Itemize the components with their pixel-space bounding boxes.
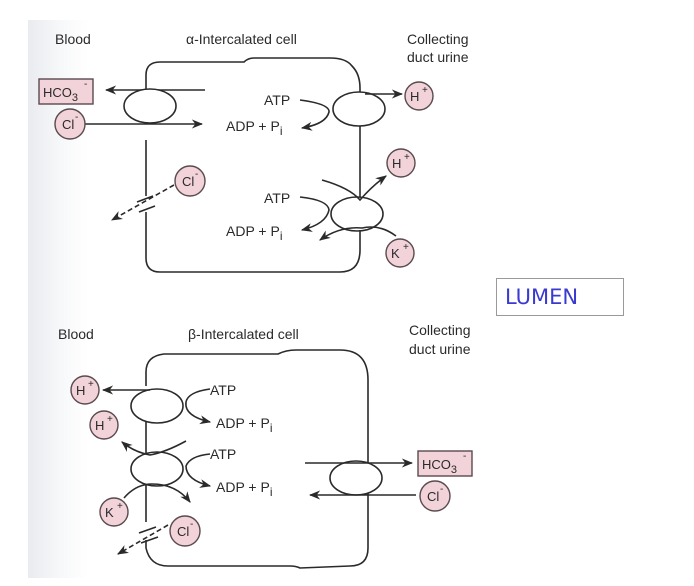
beta-atp-arrow <box>185 388 212 425</box>
svg-text:H: H <box>410 89 419 104</box>
alpha-urine-label-2: duct urine <box>407 49 469 65</box>
svg-text:HCO3: HCO3 <box>422 457 457 476</box>
beta-hco3-ion: HCO3 - <box>417 450 473 477</box>
svg-text:+: + <box>403 242 409 253</box>
alpha-blood-label: Blood <box>55 31 91 47</box>
alpha-channel-wall-1 <box>136 195 154 203</box>
svg-text:H: H <box>76 383 85 398</box>
beta-k-in-curve <box>123 483 191 503</box>
alpha-k-in-curve <box>319 226 397 241</box>
alpha-cl-channel-ion: Cl - <box>174 165 206 197</box>
alpha-atp-label: ATP <box>264 92 290 108</box>
alpha-cl-channel-arrow <box>111 184 175 221</box>
svg-text:Cl: Cl <box>182 174 194 189</box>
alpha-h-out-curve <box>321 175 387 202</box>
beta-h-ion-2: H + <box>89 410 119 440</box>
alpha-atp-label-2: ATP <box>264 190 290 206</box>
beta-channel-wall-2 <box>140 536 159 544</box>
beta-h-atpase <box>130 388 184 424</box>
svg-text:Cl: Cl <box>177 524 189 539</box>
beta-adp-label-2: ADP + Pi <box>216 479 273 499</box>
svg-text:HCO3: HCO3 <box>43 85 78 104</box>
svg-text:-: - <box>440 484 443 495</box>
svg-text:+: + <box>107 414 113 425</box>
beta-h-ion: H + <box>70 375 100 405</box>
beta-cl-channel-arrow <box>117 524 169 555</box>
svg-text:-: - <box>195 169 198 180</box>
svg-text:K: K <box>105 505 114 520</box>
svg-text:+: + <box>117 501 123 512</box>
svg-text:Cl: Cl <box>62 117 74 132</box>
beta-panel: Blood β-Intercalated cell Collecting duc… <box>58 322 473 569</box>
svg-text:+: + <box>422 85 428 96</box>
svg-text:H: H <box>95 418 104 433</box>
svg-text:+: + <box>88 379 94 390</box>
svg-text:-: - <box>190 519 193 530</box>
diagram-background <box>28 20 498 578</box>
beta-anion-exchanger <box>329 460 383 496</box>
beta-channel-wall-1 <box>138 526 157 534</box>
alpha-anion-exchanger <box>123 88 177 124</box>
svg-text:-: - <box>75 112 78 123</box>
alpha-k-ion: K + <box>385 238 415 268</box>
alpha-h-ion-2: H + <box>386 148 416 178</box>
lumen-label-box: LUMEN <box>496 278 624 316</box>
beta-atp-arrow-2 <box>185 453 212 488</box>
alpha-adp-label-2: ADP + Pi <box>226 223 283 243</box>
alpha-h-atpase <box>332 91 386 127</box>
alpha-atp-arrow-2 <box>299 196 330 232</box>
alpha-urine-label-1: Collecting <box>407 31 468 47</box>
beta-adp-label: ADP + Pi <box>216 415 273 435</box>
svg-text:Cl: Cl <box>427 489 439 504</box>
beta-blood-label: Blood <box>58 326 94 342</box>
alpha-cell-title: α-Intercalated cell <box>186 31 297 47</box>
beta-urine-label-1: Collecting <box>409 322 470 338</box>
alpha-hk-atpase <box>330 196 384 232</box>
alpha-cl-ion: Cl - <box>54 108 86 140</box>
lumen-label: LUMEN <box>505 285 579 309</box>
alpha-atp-arrow <box>299 99 330 131</box>
beta-urine-label-2: duct urine <box>409 341 471 357</box>
beta-cl-channel-ion: Cl - <box>169 515 201 547</box>
svg-text:-: - <box>84 79 87 90</box>
svg-text:H: H <box>392 156 401 171</box>
beta-h-out-curve <box>121 440 187 456</box>
beta-atp-label-2: ATP <box>210 446 236 462</box>
alpha-h-ion: H + <box>404 81 434 111</box>
beta-hk-atpase <box>130 451 184 487</box>
beta-atp-label: ATP <box>210 382 236 398</box>
hco3-box <box>38 78 94 105</box>
hco3-box <box>417 450 473 477</box>
alpha-channel-wall-2 <box>138 205 156 213</box>
beta-cl-ion: Cl - <box>419 480 451 512</box>
svg-text:K: K <box>391 246 400 261</box>
alpha-hco3-ion: HCO3 - <box>38 78 94 105</box>
svg-text:+: + <box>404 152 410 163</box>
alpha-panel: Blood α-Intercalated cell Collecting duc… <box>38 31 469 273</box>
alpha-adp-label: ADP + Pi <box>226 118 283 138</box>
beta-k-ion: K + <box>99 497 129 527</box>
beta-cell-title: β-Intercalated cell <box>188 326 299 342</box>
alpha-cell-membrane <box>145 57 361 273</box>
svg-text:-: - <box>463 451 466 462</box>
